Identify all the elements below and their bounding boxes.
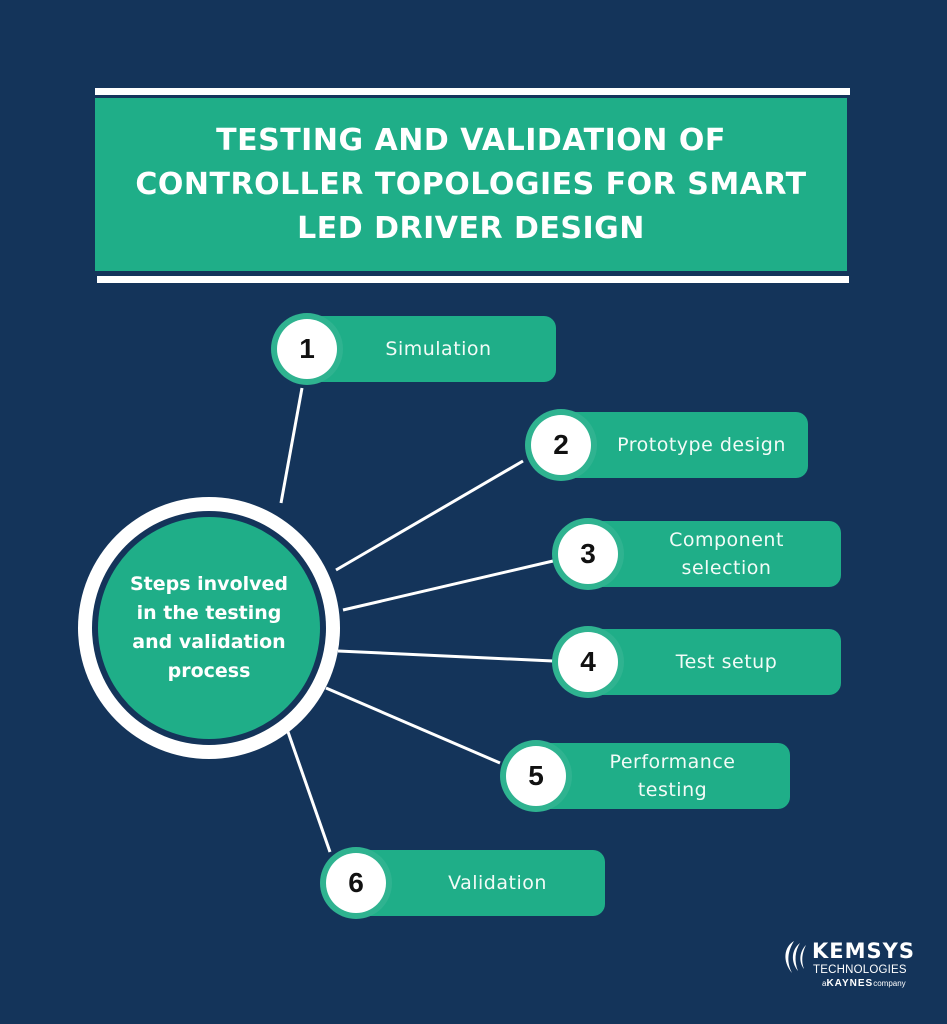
step-pill: Prototype design — [555, 412, 808, 478]
step-number-badge: 4 — [552, 626, 624, 698]
logo-name: KEMSYS — [812, 939, 915, 963]
tagline-suffix: company — [873, 979, 906, 988]
step-number: 1 — [277, 319, 337, 379]
logo-subtitle: TECHNOLOGIES — [813, 964, 907, 976]
page-title: TESTING AND VALIDATION OF CONTROLLER TOP… — [135, 122, 807, 246]
step-label: Validation — [448, 872, 547, 894]
step-label: Component selection — [669, 529, 784, 579]
step-4: Test setup 4 — [552, 626, 841, 698]
title-banner: TESTING AND VALIDATION OF CONTROLLER TOP… — [95, 98, 847, 271]
step-pill: Performance testing — [530, 743, 790, 809]
hub-circle: Steps involved in the testing and valida… — [98, 517, 320, 739]
step-number-badge: 1 — [271, 313, 343, 385]
swoosh-logo-icon — [785, 941, 806, 973]
step-3: Component selection 3 — [552, 518, 841, 590]
step-1: Simulation 1 — [271, 313, 556, 385]
step-label: Test setup — [675, 651, 778, 673]
step-number: 5 — [506, 746, 566, 806]
step-label: Simulation — [385, 338, 492, 360]
step-number: 3 — [558, 524, 618, 584]
tagline-brand: KAYNES — [826, 978, 874, 989]
tagline-prefix: a — [822, 979, 827, 988]
step-pill: Simulation — [301, 316, 556, 382]
title-bottom-rule — [97, 276, 849, 283]
step-5: Performance testing 5 — [500, 740, 790, 812]
step-number-badge: 3 — [552, 518, 624, 590]
step-number-badge: 2 — [525, 409, 597, 481]
hub-label: Steps involved in the testing and valida… — [129, 573, 289, 682]
logo-tagline: aKAYNEScompany — [822, 978, 906, 989]
step-2: Prototype design 2 — [525, 409, 808, 481]
step-pill: Test setup — [582, 629, 841, 695]
step-pill: Validation — [350, 850, 605, 916]
step-pill: Component selection — [582, 521, 841, 587]
step-number-badge: 6 — [320, 847, 392, 919]
step-number: 2 — [531, 415, 591, 475]
step-label: Performance testing — [609, 751, 736, 801]
step-number: 4 — [558, 632, 618, 692]
step-number: 6 — [326, 853, 386, 913]
step-number-badge: 5 — [500, 740, 572, 812]
company-logo: KEMSYS TECHNOLOGIES aKAYNEScompany — [780, 935, 920, 995]
step-label: Prototype design — [617, 434, 786, 456]
title-top-rule — [95, 88, 850, 95]
step-6: Validation 6 — [320, 847, 605, 919]
